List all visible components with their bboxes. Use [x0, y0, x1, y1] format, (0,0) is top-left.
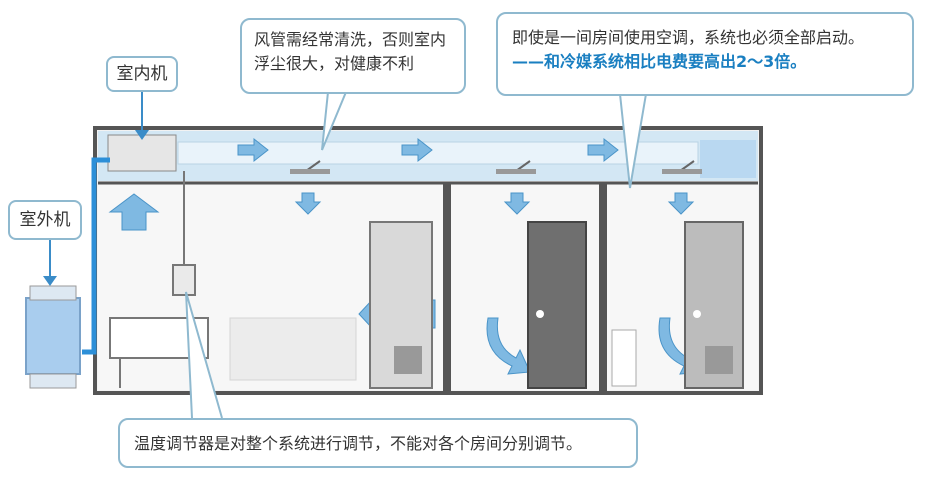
tail-thermostat — [185, 291, 223, 419]
indoor-unit-box — [107, 134, 177, 172]
refrigerant-pipe — [82, 157, 110, 355]
full-start-line1: 即使是一间房间使用空调，系统也必须全部启动。 — [512, 28, 865, 47]
tail-full-start — [619, 93, 647, 189]
pointer-lines — [49, 92, 143, 282]
pointer-indoor-head — [135, 130, 149, 140]
vent-1 — [290, 169, 330, 174]
doors — [369, 221, 744, 389]
thermostat-text: 温度调节器是对整个系统进行调节，不能对各个房间分别调节。 — [134, 434, 583, 453]
wall-divider-2 — [599, 183, 607, 391]
indoor-unit-label: 室内机 — [106, 56, 178, 92]
outdoor-unit-label: 室外机 — [8, 200, 82, 240]
duct-end — [700, 140, 756, 178]
door-knob-3 — [693, 310, 701, 318]
supply-arrows — [294, 192, 695, 215]
return-up-arrow — [108, 193, 160, 231]
wall-divider-1 — [443, 183, 451, 391]
vents — [290, 169, 702, 174]
down-arrow-room1 — [294, 192, 322, 215]
thermostat-callout: 温度调节器是对整个系统进行调节，不能对各个房间分别调节。 — [118, 418, 638, 468]
outdoor-unit-body — [25, 297, 81, 375]
duct-cleaning-line2: 浮尘很大，对健康不利 — [254, 54, 415, 73]
vent-3 — [662, 169, 702, 174]
flow-arrow-right-2 — [401, 137, 433, 163]
door-grille-1 — [394, 346, 422, 374]
door-grille-3 — [705, 346, 733, 374]
pointer-arrowheads — [43, 130, 149, 286]
curl-arrow-room2 — [486, 317, 531, 375]
flow-arrow-right-3 — [587, 137, 619, 163]
down-arrow-room2 — [503, 192, 531, 215]
flow-arrow-right-1 — [237, 137, 269, 163]
pointer-outdoor-head — [43, 276, 57, 286]
door-knob-2 — [536, 310, 544, 318]
duct-inner — [177, 141, 699, 165]
duct-flow-arrows — [237, 137, 619, 163]
duct-cleaning-line1: 风管需经常清洗，否则室内 — [254, 30, 447, 49]
outdoor-unit-cap — [29, 285, 77, 301]
thermostat-box — [172, 264, 196, 296]
down-arrow-room3 — [667, 192, 695, 215]
duct-cleaning-callout: 风管需经常清洗，否则室内 浮尘很大，对健康不利 — [240, 18, 466, 94]
outdoor-unit-base — [29, 373, 77, 389]
tail-duct-cleaning — [321, 91, 347, 151]
cabinet-room3 — [611, 329, 637, 387]
brick-wall — [229, 317, 357, 381]
outdoor-unit — [25, 285, 81, 389]
full-start-callout: 即使是一间房间使用空调，系统也必须全部启动。 ——和冷媒系统相比电费要高出2～3… — [496, 12, 914, 96]
callout-tails — [185, 91, 647, 419]
door-room2 — [527, 221, 587, 389]
full-start-line2: ——和冷媒系统相比电费要高出2～3倍。 — [512, 52, 807, 71]
vent-2 — [496, 169, 536, 174]
